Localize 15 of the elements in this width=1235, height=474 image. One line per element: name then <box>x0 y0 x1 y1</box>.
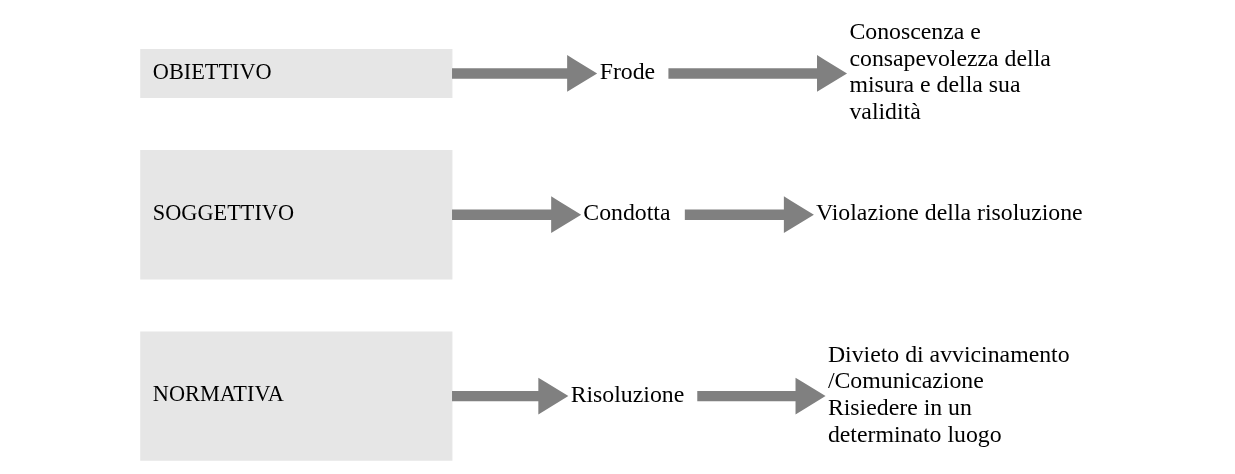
node-text: Divieto di avvicinamento /Comunicazione Risiedere in un determinato luogo <box>827 340 1070 447</box>
node-box: SOGGETTIVO <box>140 150 453 280</box>
node-text: Condotta <box>583 199 671 226</box>
node-text: Violazione della risoluzione <box>816 199 1083 226</box>
node-text: Risoluzione <box>570 380 685 407</box>
arrow <box>452 196 582 234</box>
node-text: Frode <box>599 58 656 85</box>
node-box: OBIETTIVO <box>140 48 453 98</box>
node-box: NORMATIVA <box>140 331 453 461</box>
arrow <box>668 55 848 92</box>
arrow <box>452 55 598 92</box>
arrow <box>697 377 826 415</box>
arrow <box>684 196 814 234</box>
arrow <box>452 377 569 415</box>
node-text: Conoscenza e consapevolezza della misura e della sua validità <box>849 17 1051 125</box>
